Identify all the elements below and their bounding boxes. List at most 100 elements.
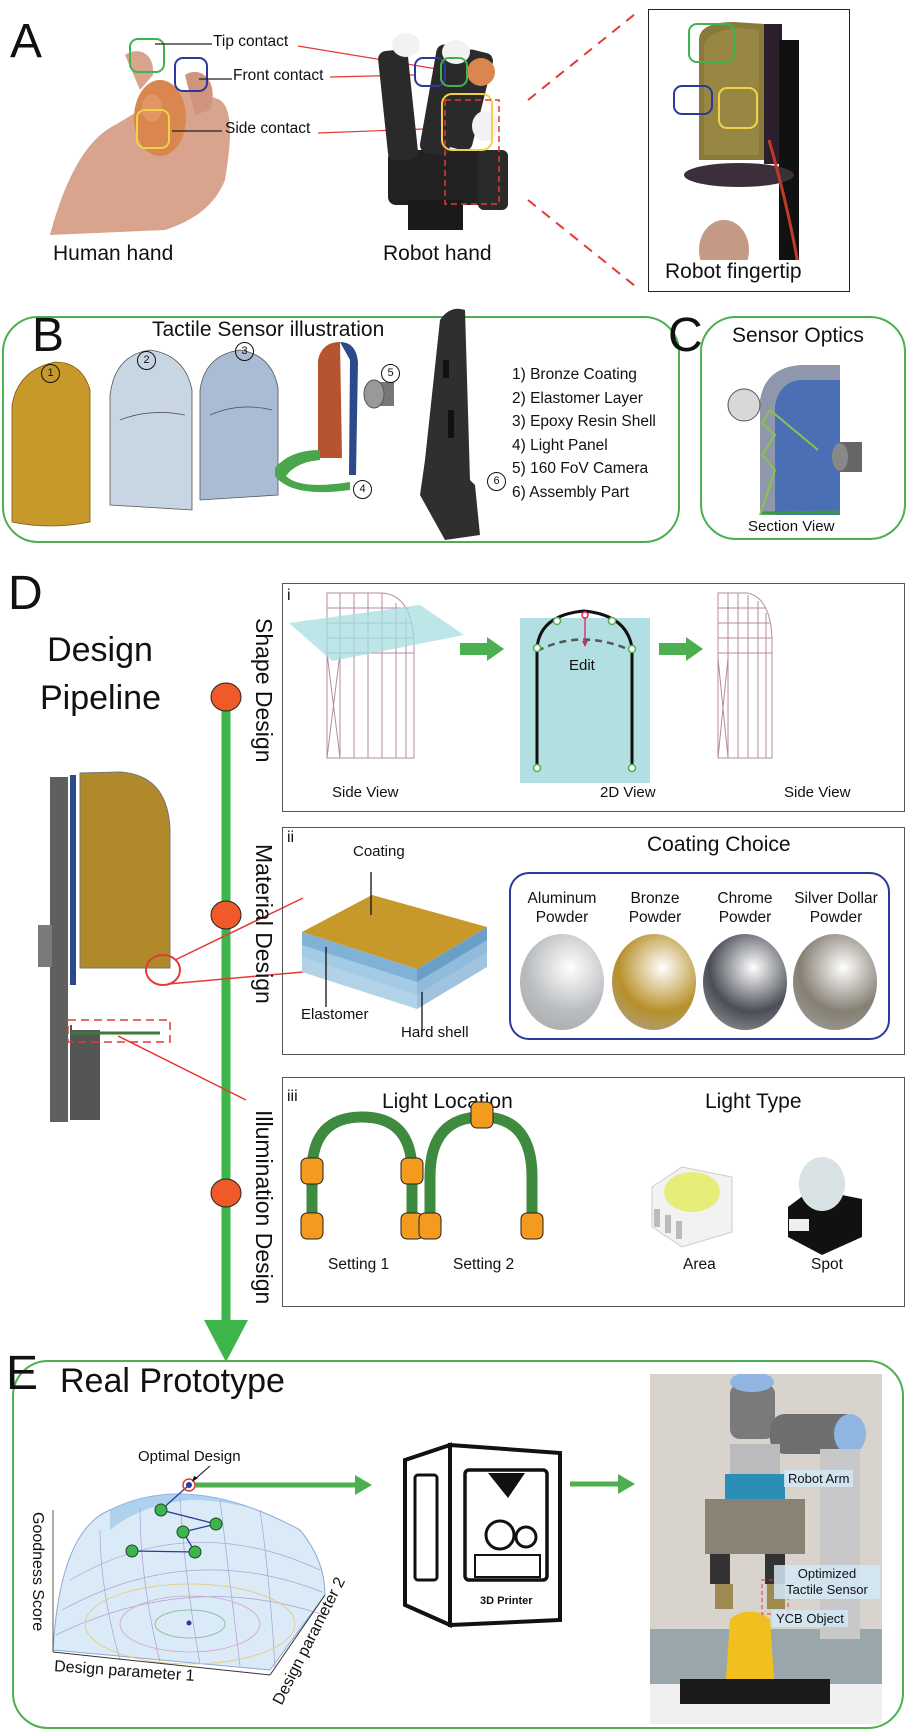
search-point: [188, 1545, 202, 1559]
material-design-panel: [282, 827, 905, 1055]
optimal-point: [186, 1482, 192, 1488]
part-number-5: 5: [381, 364, 400, 383]
ycb-object-label: YCB Object: [772, 1610, 848, 1627]
z-axis-label: Goodness Score: [29, 1512, 46, 1632]
pipeline-dot-illumination: [210, 1178, 242, 1208]
part-number-1: 1: [41, 364, 60, 383]
pipeline-title-line1: Design: [47, 631, 153, 669]
coating-label: Coating: [353, 843, 405, 860]
side-contact-box-fingertip: [718, 87, 758, 129]
arrow-to-robot: [570, 1474, 635, 1494]
optimized-sensor-label-line1: Optimized: [797, 1566, 857, 1581]
tip-contact-label: Tip contact: [213, 33, 289, 50]
parts-legend-item: 6) Assembly Part: [512, 483, 630, 501]
light-setting-1: [300, 1111, 424, 1240]
panel-letter-d: D: [8, 567, 43, 620]
area-led-icon: [651, 1166, 733, 1248]
side-contact-label: Side contact: [225, 120, 311, 137]
area-caption: Area: [683, 1256, 716, 1273]
pipeline-title-line2: Pipeline: [40, 679, 161, 717]
coating-option-type: Powder: [535, 909, 589, 926]
optimized-sensor-label: Optimized Tactile Sensor: [774, 1565, 880, 1599]
panel-letter-e: E: [6, 1347, 39, 1400]
zoom-region-box: [444, 99, 500, 205]
front-contact-box-robot: [414, 57, 446, 87]
coating-option-name: Silver Dollar: [794, 890, 878, 907]
robot-hand-caption: Robot hand: [383, 242, 492, 265]
coating-option-bronze: Bronze Powder: [610, 889, 700, 927]
fingertip-inset: Robot fingertip: [648, 9, 850, 292]
search-point: [154, 1503, 168, 1517]
parts-legend-item: 1) Bronze Coating: [512, 366, 637, 383]
edit-label: Edit: [569, 657, 595, 674]
silver-dollar-swatch: [793, 934, 877, 1030]
pipeline-dot-shape: [210, 682, 242, 712]
human-hand-image: [50, 38, 230, 235]
panel-c-frame: [700, 316, 906, 540]
coating-option-aluminum: Aluminum Powder: [517, 889, 607, 927]
optimized-sensor-label-line2: Tactile Sensor: [786, 1582, 868, 1597]
3d-printer-icon: [403, 1442, 562, 1629]
arrow-right-2: [659, 637, 703, 661]
light-location-diagrams: [300, 1101, 862, 1255]
parts-legend: 1) Bronze Coating 2) Elastomer Layer 3) …: [512, 363, 656, 504]
tip-contact-box-human: [129, 38, 165, 73]
robot-fingertip-image: [673, 22, 801, 280]
panel-letter-b: B: [32, 309, 65, 362]
front-contact-label: Front contact: [233, 67, 324, 84]
panel-letter-c: C: [668, 309, 703, 362]
tip-contact-box-robot: [440, 57, 468, 87]
coating-option-name: Bronze: [630, 890, 680, 907]
coating-option-name: Aluminum: [527, 890, 597, 907]
optimal-design-label: Optimal Design: [138, 1448, 241, 1465]
sensor-optics-diagram: [727, 365, 862, 516]
robot-hand-image: [378, 33, 508, 230]
fingertip-caption: Robot fingertip: [665, 260, 802, 284]
goodness-surface-plot: [52, 1465, 372, 1676]
setting-1-caption: Setting 1: [328, 1256, 390, 1273]
coating-option-silver-dollar: Silver Dollar Powder: [782, 889, 890, 927]
parts-legend-item: 2) Elastomer Layer: [512, 389, 643, 407]
printer-label: 3D Printer: [480, 1595, 533, 1607]
chrome-swatch: [703, 934, 787, 1030]
hard-shell-label: Hard shell: [401, 1024, 469, 1041]
coating-option-chrome: Chrome Powder: [700, 889, 790, 927]
parts-legend-item: 3) Epoxy Resin Shell: [512, 413, 656, 430]
part-number-2: 2: [137, 351, 156, 370]
robot-setup-photo: Robot Arm Optimized Tactile Sensor YCB O…: [650, 1374, 882, 1724]
part-number-4: 4: [353, 480, 372, 499]
elastomer-label: Elastomer: [301, 1006, 369, 1023]
coating-option-type: Powder: [809, 909, 863, 926]
panel-c-title: Sensor Optics: [732, 324, 864, 347]
stage-label-illumination: Illumination Design: [251, 1110, 277, 1305]
stage-label-shape: Shape Design: [251, 618, 277, 763]
panel-b-title: Tactile Sensor illustration: [152, 318, 385, 341]
pipeline-title: Design Pipeline: [40, 626, 161, 722]
human-hand-caption: Human hand: [53, 242, 174, 265]
search-point: [209, 1517, 223, 1531]
shape-design-panel: [282, 583, 905, 812]
side-contact-box-human: [136, 109, 170, 149]
aluminum-swatch: [520, 934, 604, 1030]
coating-option-type: Powder: [718, 909, 772, 926]
arrow-right-1: [460, 637, 504, 661]
panel-b-frame: [2, 316, 680, 543]
robot-arm-label: Robot Arm: [784, 1470, 854, 1487]
coating-choice-title: Coating Choice: [647, 833, 791, 856]
pipeline-dot-material: [210, 900, 242, 930]
side-contact-box-robot: [441, 93, 493, 151]
search-point: [125, 1544, 139, 1558]
illumination-roman: iii: [287, 1088, 298, 1105]
stage-label-material: Material Design: [251, 844, 277, 1004]
parts-legend-item: 4) Light Panel: [512, 436, 608, 454]
material-roman: ii: [287, 829, 295, 846]
front-contact-box-fingertip: [673, 85, 713, 115]
tip-contact-box-fingertip: [688, 23, 735, 63]
spot-led-icon: [788, 1157, 862, 1255]
robot-arm-illustration: [650, 1374, 882, 1724]
shape-caption-side-before: Side View: [332, 784, 399, 801]
coating-choice-box: [509, 872, 890, 1040]
setting-2-caption: Setting 2: [453, 1256, 515, 1273]
coating-option-type: Powder: [628, 909, 682, 926]
pipeline-track: [38, 682, 304, 1362]
